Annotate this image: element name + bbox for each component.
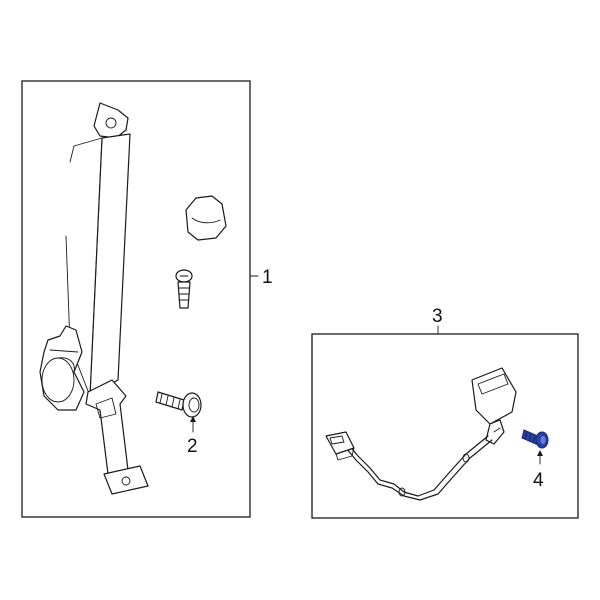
assembly-box-right <box>311 333 579 519</box>
callout-2-arrowhead <box>190 416 196 422</box>
harness-connector <box>325 431 355 461</box>
callout-4-label: 4 <box>533 470 544 491</box>
buckle-bolt-part-4 <box>521 429 549 449</box>
callout-1-label: 1 <box>262 267 273 288</box>
anchor-cover-cap <box>185 195 227 241</box>
anchor-bolt-part-2 <box>155 391 202 418</box>
callout-2-label: 2 <box>187 436 198 457</box>
callout-4-arrowhead <box>537 450 543 456</box>
buckle-wire-harness <box>345 435 493 501</box>
callout-3-label: 3 <box>432 306 443 327</box>
upper-bolt <box>175 269 193 309</box>
seat-belt-buckle <box>471 367 517 445</box>
assembly-box-left <box>21 80 251 518</box>
seat-belt-retractor <box>39 102 149 495</box>
